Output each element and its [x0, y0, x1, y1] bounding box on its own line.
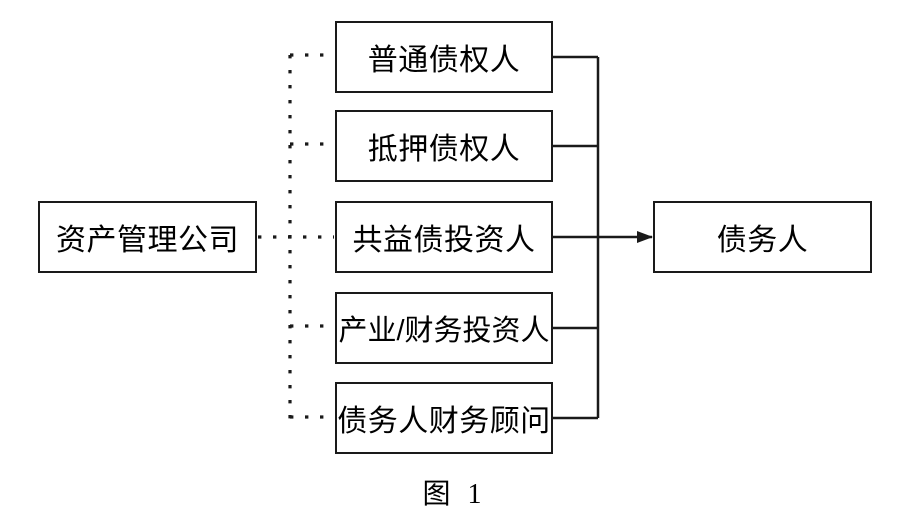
node-debtor: 债务人: [653, 201, 872, 273]
node-industrial-financial-investors: 产业/财务投资人: [335, 292, 553, 364]
solid-edges: [553, 55, 653, 420]
node-asset-management-company: 资产管理公司: [38, 201, 257, 273]
figure-caption: 图 1: [422, 479, 482, 510]
node-ordinary-creditors: 普通债权人: [335, 21, 553, 93]
dotted-edges: [258, 53, 334, 419]
node-dip-debt-investors: 共益债投资人: [335, 201, 553, 273]
node-debtor-financial-advisor: 债务人财务顾问: [335, 382, 553, 454]
node-secured-creditors: 抵押债权人: [335, 110, 553, 182]
